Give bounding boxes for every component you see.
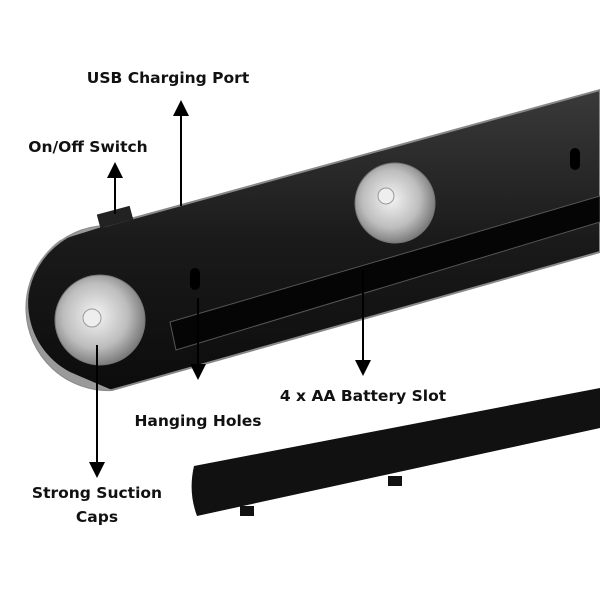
suction-label-line2: Caps <box>75 508 119 526</box>
hanging-holes-label: Hanging Holes <box>134 412 262 430</box>
battery-slot-label: 4 x AA Battery Slot <box>279 387 447 405</box>
hanging-hole <box>190 268 200 290</box>
battery-cover <box>191 388 600 516</box>
usb-port-label: USB Charging Port <box>86 69 250 87</box>
suction-label-line1: Strong Suction <box>31 484 163 502</box>
switch-label: On/Off Switch <box>28 138 148 156</box>
suction-cup <box>354 162 436 244</box>
hanging-hole <box>570 148 580 170</box>
on-off-switch <box>96 205 134 229</box>
battery-slot <box>169 195 600 351</box>
